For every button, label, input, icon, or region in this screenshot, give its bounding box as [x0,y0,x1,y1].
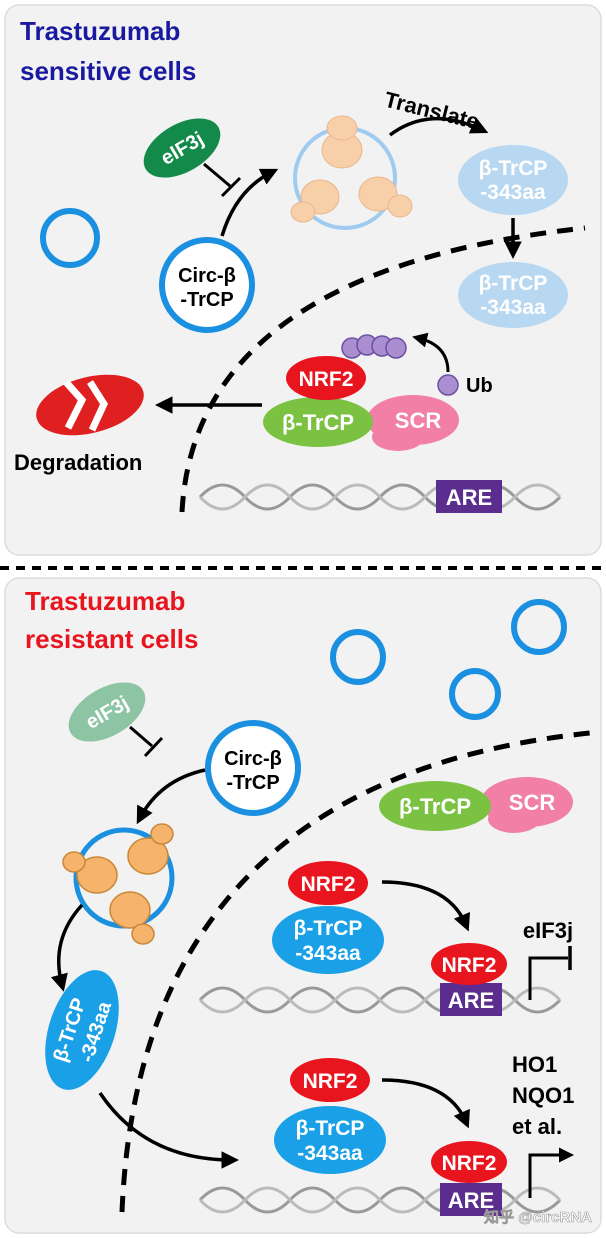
btrcp-protein [379,781,491,831]
nrf2-protein [290,1058,370,1102]
ribosome-subunit [127,837,169,875]
ribosome-subunit [150,823,174,845]
eif3j-protein [143,118,221,178]
ribosome-subunit [358,176,398,212]
btrcp-343aa-label-line1: β-TrCP [479,157,548,180]
btrcp-343aa-label-line1: β-TrCP [294,917,363,940]
btrcp-343aa-protein [272,906,384,974]
ribosome-subunit [109,891,151,929]
inhibition-line [129,725,153,748]
inhibition-line [203,162,231,188]
ubiquitin-free [437,374,459,396]
are-element [440,983,502,1016]
ribosome-subunit [76,856,118,894]
ribosome-subunit [387,194,413,218]
nrf2-label: NRF2 [301,873,356,896]
btrcp-343aa-label-line2: -343aa [295,942,361,965]
btrcp-343aa-label-line2: -343aa [480,181,546,204]
nrf2-label: NRF2 [303,1070,358,1093]
sensitive-title-line1: Trastuzumab [20,16,180,46]
resistant-title-line2: resistant cells [25,624,198,654]
gene-nqo1-label: NQO1 [512,1083,574,1108]
translate-arrow [388,116,489,137]
nrf2-protein [286,356,366,400]
inhibition-bar [143,736,164,758]
btrcp-protein [263,397,373,447]
btrcp-343aa-nuclear-protein [458,262,568,328]
nuclear-membrane [179,225,586,513]
gene-etal-label: et al. [512,1114,562,1139]
nrf2-to-dna-arrow [381,880,471,932]
scr-protein-lobe [372,423,424,451]
sensitive-title-line2: sensitive cells [20,56,196,86]
degradation-label: Degradation [14,450,142,475]
scr-label: SCR [395,408,442,433]
are-element [440,1183,502,1216]
circ-btrcp-label-line1: Circ-β [224,748,282,770]
circ-btrcp-ring [159,237,255,333]
circrna-ring [449,668,501,720]
btrcp-343aa-protein [274,1106,386,1174]
transcription-start-arrow [528,1147,574,1198]
nuclear-membrane [119,730,591,1213]
scr-protein-lobe [488,805,540,833]
proteasome-icon [36,374,144,436]
circ-btrcp-label-line2: -TrCP [180,289,233,311]
btrcp-343aa-nuclear-label-line2: -343aa [480,296,546,319]
btrcp-343aa-label-line1: β-TrCP [296,1117,365,1140]
gene-eif3j-label: eIF3j [523,918,573,943]
ribosome-to-protein-arrow [50,903,84,992]
gene-ho1-label: HO1 [512,1052,557,1077]
nrf2-bound-label: NRF2 [442,954,497,977]
nrf2-label: NRF2 [299,368,354,391]
ub-label: Ub [466,375,493,397]
inhibition-bar [220,176,242,198]
ribosome-subunit [290,201,316,223]
nrf2-bound-label: NRF2 [442,1152,497,1175]
circ-btrcp-label-line2: -TrCP [226,772,279,794]
ribosome-subunit [62,851,86,873]
ribosome-subunit [131,923,155,945]
btrcp-343aa-protein [45,970,119,1090]
eif3j-protein-inactive [68,682,146,742]
are-label: ARE [448,988,494,1013]
scr-label: SCR [509,790,556,815]
nrf2-to-dna-arrow [381,1078,470,1129]
nrf2-bound-protein [431,1141,507,1183]
ubiquitin [385,337,407,359]
are-element [436,480,502,513]
btrcp-343aa-protein [458,145,568,215]
proteasome-cut [63,379,108,432]
nrf2-protein [288,861,368,905]
ubiquitination-arrow [412,332,450,373]
resistant-panel [4,577,602,1234]
circ-to-ribosome-arrow [220,168,279,237]
watermark: 知乎 @circRNA [484,1208,592,1226]
are-label: ARE [448,1188,494,1213]
circrna-ring [330,629,386,685]
resistant-title-line1: Trastuzumab [25,586,185,616]
protein-to-nucleus-arrow [98,1092,239,1169]
circrna-ring [40,208,100,268]
circ-btrcp-label-line1: Circ-β [178,265,236,287]
circrna-ring [511,599,567,655]
transcription-start-arrow [528,956,568,1000]
are-label: ARE [446,485,492,510]
nrf2-bound-protein [431,943,507,985]
btrcp-label: β-TrCP [282,410,354,435]
ribosome-subunit [326,115,358,141]
btrcp-label: β-TrCP [399,794,471,819]
btrcp-343aa-nuclear-label-line1: β-TrCP [479,272,548,295]
circ-btrcp-ring [205,720,301,816]
btrcp-343aa-label-line2: -343aa [297,1142,363,1165]
circ-to-ribosome-arrow [136,768,206,825]
